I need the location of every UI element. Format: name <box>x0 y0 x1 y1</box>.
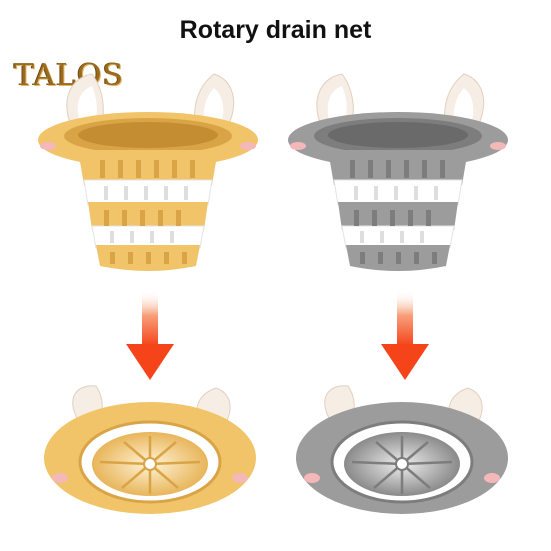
drain-net-yellow-extended <box>38 73 258 271</box>
drain-net-gray-collapsed <box>296 385 508 514</box>
arrow-down-icon <box>381 290 429 380</box>
drain-net-gray-extended <box>288 73 508 271</box>
arrow-down-icon <box>126 290 174 380</box>
drain-net-yellow-collapsed <box>44 385 256 514</box>
page-title: Rotary drain net <box>179 16 372 44</box>
brand-logo: TALOS <box>14 58 125 93</box>
